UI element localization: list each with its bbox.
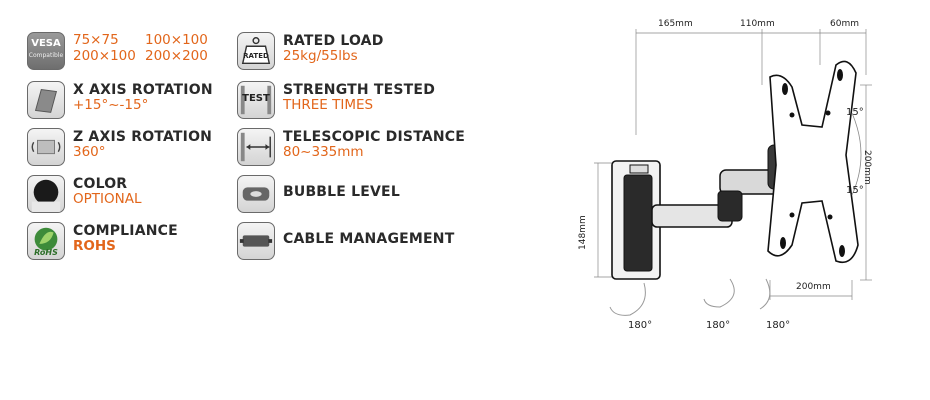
swivel-angle: 180° xyxy=(766,320,791,331)
vesa-sizes: 75×75 100×100 200×100 200×200 xyxy=(73,32,217,64)
feature-value: THREE TIMES xyxy=(283,97,374,113)
feature-title: RATED LOAD xyxy=(283,33,384,49)
bubble-level-icon xyxy=(237,175,275,213)
dim-right: 200mm xyxy=(862,150,872,185)
feature-title: BUBBLE LEVEL xyxy=(283,184,400,200)
dim-left: 148mm xyxy=(578,215,588,250)
feature-title: CABLE MANAGEMENT xyxy=(283,231,455,247)
feature-compliance: RoHS COMPLIANCE ROHS xyxy=(27,222,227,262)
feature-cable-management: CABLE MANAGEMENT xyxy=(237,222,454,262)
dim-top-60: 60mm xyxy=(830,19,859,29)
vesa-size: 100×100 xyxy=(145,32,208,48)
feature-title: COLOR xyxy=(73,176,128,192)
wall-plate xyxy=(611,160,661,280)
cable-management-icon xyxy=(237,222,275,260)
feature-value: OPTIONAL xyxy=(73,191,142,207)
feature-value: 360° xyxy=(73,144,106,160)
feature-strength-tested: TEST STRENGTH TESTED THREE TIMES xyxy=(237,81,437,121)
feature-vesa: VESA Compatible 75×75 100×100 200×100 200×… xyxy=(27,32,227,72)
feature-x-axis-rotation: X AXIS ROTATION +15°~-15° xyxy=(27,81,227,121)
dim-bottom: 200mm xyxy=(796,282,831,292)
feature-title: Z AXIS ROTATION xyxy=(73,129,213,145)
mount-diagram xyxy=(594,29,872,316)
vesa-size: 200×100 xyxy=(73,48,136,64)
feature-rated-load: RATED RATED LOAD 25kg/55lbs xyxy=(237,32,437,72)
dim-top-165: 165mm xyxy=(658,19,693,29)
x-axis-rotation-icon xyxy=(27,81,65,119)
feature-title: STRENGTH TESTED xyxy=(283,82,436,98)
tilt-up-angle: 15° xyxy=(846,107,864,118)
vesa-bracket xyxy=(767,60,859,264)
feature-title: COMPLIANCE xyxy=(73,223,178,239)
tilt-down-angle: 15° xyxy=(846,185,864,196)
feature-bubble-level: BUBBLE LEVEL xyxy=(237,175,437,215)
vesa-size: 75×75 xyxy=(73,32,119,48)
color-swatch-icon xyxy=(27,175,65,213)
rohs-leaf-icon: RoHS xyxy=(27,222,65,260)
feature-color: COLOR OPTIONAL xyxy=(27,175,227,215)
swivel-angle: 180° xyxy=(628,320,653,331)
feature-value: 80~335mm xyxy=(283,144,364,160)
telescopic-distance-icon xyxy=(237,128,275,166)
feature-telescopic-distance: TELESCOPIC DISTANCE 80~335mm xyxy=(237,128,465,168)
swivel-angle: 180° xyxy=(706,320,731,331)
feature-value: ROHS xyxy=(73,238,116,254)
feature-title: TELESCOPIC DISTANCE xyxy=(283,129,466,145)
z-axis-rotation-icon xyxy=(27,128,65,166)
rated-weight-icon: RATED xyxy=(237,32,275,70)
test-icon: TEST xyxy=(237,81,275,119)
vesa-size: 200×200 xyxy=(145,48,208,64)
feature-value: 25kg/55lbs xyxy=(283,48,358,64)
feature-z-axis-rotation: Z AXIS ROTATION 360° xyxy=(27,128,227,168)
dim-top-110: 110mm xyxy=(740,19,775,29)
feature-title: X AXIS ROTATION xyxy=(73,82,213,98)
feature-value: +15°~-15° xyxy=(73,97,149,113)
vesa-icon: VESA Compatible xyxy=(27,32,65,70)
